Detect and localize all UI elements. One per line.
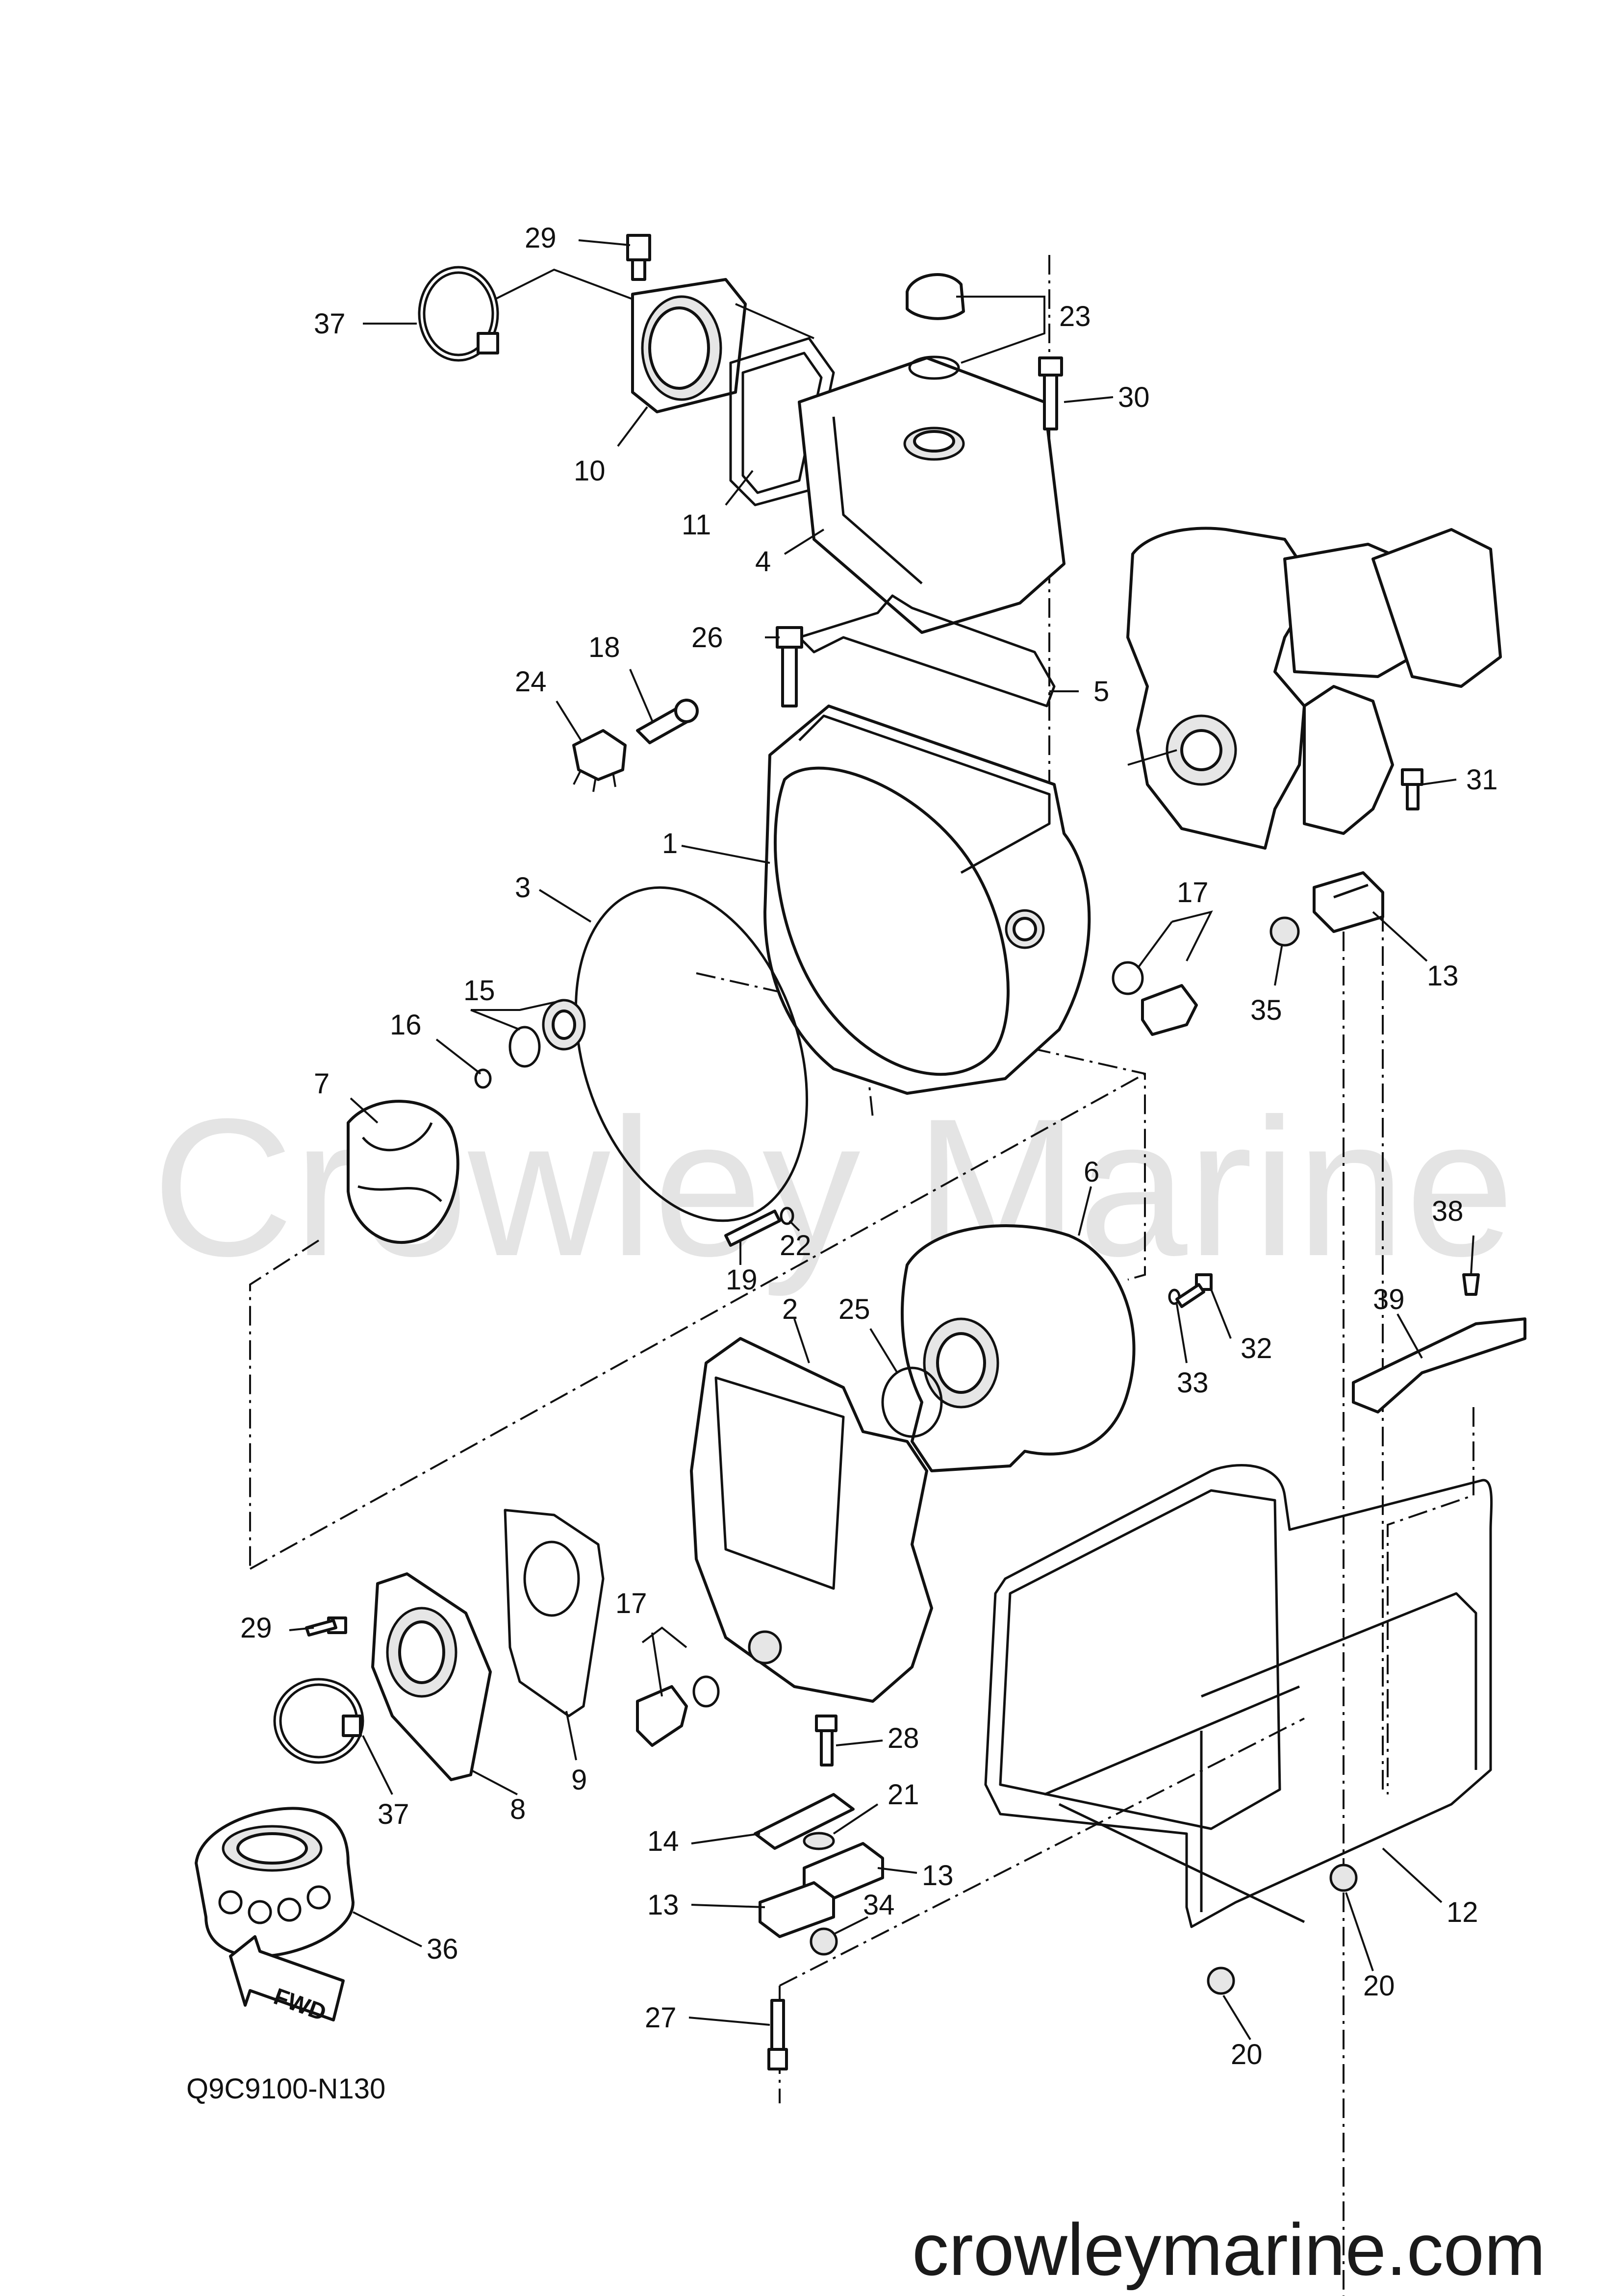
handle-39 <box>1352 1317 1526 1413</box>
callout-9: 9 <box>571 1764 587 1796</box>
nut-34 <box>810 1927 838 1956</box>
flange-8 <box>371 1572 492 1781</box>
washer-22 <box>780 1207 794 1225</box>
callout-29-top: 29 <box>525 222 557 254</box>
engine-assembly <box>1126 527 1502 850</box>
bolt-31 <box>1401 768 1423 810</box>
website-footer: crowleymarine.com <box>912 2208 1546 2291</box>
callout-5: 5 <box>1093 676 1109 707</box>
screw-19 <box>724 1210 781 1247</box>
nut-20-right <box>1329 1864 1358 1892</box>
callout-25: 25 <box>838 1293 870 1325</box>
nut-20-left <box>1207 1967 1235 1995</box>
callout-10: 10 <box>574 455 606 487</box>
callout-21: 21 <box>888 1779 919 1811</box>
callout-24: 24 <box>515 666 547 698</box>
callout-4: 4 <box>755 546 771 578</box>
bolt-28 <box>815 1715 837 1766</box>
callout-26: 26 <box>691 622 723 654</box>
callout-3: 3 <box>515 872 531 904</box>
bolt-32 <box>1175 1273 1213 1308</box>
callout-19: 19 <box>726 1264 758 1296</box>
bolt-29-top <box>626 234 651 281</box>
drain-bolt-18 <box>636 699 699 744</box>
clamp-37-bottom <box>273 1678 364 1764</box>
casing-2 <box>690 1337 933 1703</box>
gasket-9 <box>504 1509 605 1717</box>
bolt-27 <box>767 1999 788 2070</box>
callout-1: 1 <box>662 828 678 859</box>
callout-27: 27 <box>645 2002 677 2034</box>
callout-33: 33 <box>1177 1367 1209 1399</box>
washer-21 <box>803 1832 835 1850</box>
top-cover-4 <box>798 356 1066 634</box>
bolt-30 <box>1038 356 1063 430</box>
callout-14: 14 <box>647 1825 679 1857</box>
plate-14 <box>754 1793 855 1850</box>
callout-17-bottom: 17 <box>615 1588 647 1619</box>
o-ring-3 <box>574 886 809 1222</box>
callout-35: 35 <box>1250 994 1282 1026</box>
callout-22: 22 <box>780 1230 812 1262</box>
part-outlines: FWD <box>195 234 1526 2070</box>
callout-7: 7 <box>314 1068 330 1100</box>
callout-16: 16 <box>390 1009 422 1041</box>
callout-labels: 29 37 10 11 4 23 30 26 18 24 5 31 1 3 17… <box>240 222 1498 2070</box>
callout-15: 15 <box>463 975 495 1007</box>
bolt-38 <box>1462 1273 1480 1296</box>
plug-17-bottom <box>636 1675 720 1747</box>
callout-32: 32 <box>1241 1333 1272 1364</box>
bolt-26 <box>776 626 803 707</box>
pump-housing-1 <box>763 705 1091 1095</box>
flange-10 <box>631 278 747 413</box>
callout-13-right: 13 <box>922 1860 954 1892</box>
callout-17-top: 17 <box>1177 877 1209 908</box>
callout-28: 28 <box>888 1722 919 1754</box>
strainer-36 <box>195 1807 355 1958</box>
callout-31: 31 <box>1466 764 1498 796</box>
callout-13-left: 13 <box>647 1889 679 1921</box>
frame-12 <box>984 1464 1493 1928</box>
callout-36: 36 <box>427 1933 458 1965</box>
mount-13-left <box>759 1881 835 1938</box>
callout-20-left: 20 <box>1231 2039 1263 2070</box>
nut-35 <box>1269 916 1300 947</box>
seal-15 <box>508 999 586 1068</box>
ring-16 <box>474 1068 492 1089</box>
callout-37-top: 37 <box>314 308 346 340</box>
callout-8: 8 <box>510 1793 526 1825</box>
leader-lines <box>289 239 1474 2041</box>
callout-18: 18 <box>588 631 620 663</box>
impeller-7 <box>347 1100 459 1244</box>
volute-6 <box>901 1224 1136 1472</box>
callout-2: 2 <box>782 1293 798 1325</box>
callout-20-right: 20 <box>1363 1970 1395 2002</box>
clamp-37-top <box>418 266 499 362</box>
plug-17-top <box>1112 961 1198 1036</box>
callout-39: 39 <box>1373 1284 1405 1315</box>
filler-cap-23 <box>906 273 965 380</box>
gasket-5 <box>798 594 1056 707</box>
drawing-code: Q9C9100-N130 <box>186 2073 385 2105</box>
callout-6: 6 <box>1084 1156 1099 1188</box>
drain-cock-24 <box>572 729 627 792</box>
callout-38: 38 <box>1432 1195 1464 1227</box>
callout-34: 34 <box>863 1889 895 1921</box>
callout-12: 12 <box>1446 1896 1478 1928</box>
mount-13-top <box>1313 871 1384 933</box>
fwd-arrow-icon: FWD <box>229 1935 345 2026</box>
bolt-29-bottom <box>305 1616 347 1637</box>
callout-13-top: 13 <box>1427 960 1459 992</box>
callout-29-bottom: 29 <box>240 1612 272 1644</box>
callout-30: 30 <box>1118 381 1150 413</box>
callout-37-bottom: 37 <box>378 1798 409 1830</box>
o-ring-25 <box>881 1366 943 1438</box>
callout-23: 23 <box>1059 301 1091 332</box>
callout-11: 11 <box>682 509 711 541</box>
